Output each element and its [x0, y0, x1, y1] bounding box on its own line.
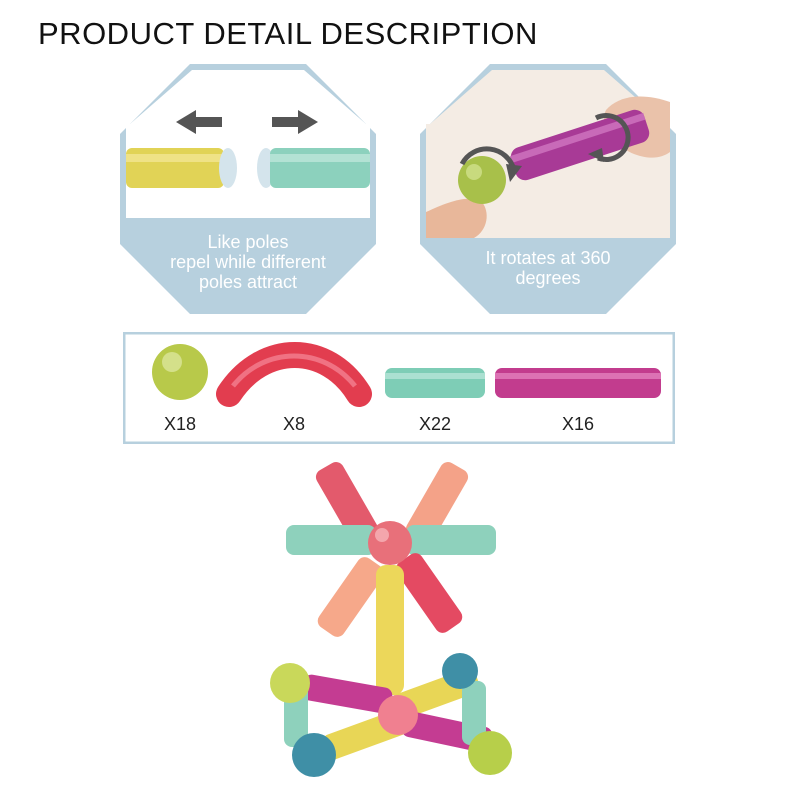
hub-ball-icon — [368, 521, 412, 565]
hand-left-icon — [426, 198, 487, 238]
parts-list: X18 X8 X22 X16 — [123, 332, 675, 444]
feature-panel-rotate: It rotates at 360 degrees — [418, 62, 678, 316]
panel-background — [420, 64, 676, 314]
curved-stick-part-icon — [216, 342, 372, 407]
caption-line: It rotates at 360 — [485, 248, 611, 268]
stick-icon — [315, 462, 379, 544]
stick-icon — [405, 462, 469, 544]
parts-frame — [123, 332, 675, 444]
ball-icon — [468, 731, 512, 775]
part-count-short-stick: X22 — [418, 414, 452, 434]
yellow-stick-end-icon — [126, 148, 237, 188]
page-title: PRODUCT DETAIL DESCRIPTION — [38, 16, 538, 51]
panel-background — [120, 64, 376, 314]
caption-line: Like poles — [207, 232, 289, 252]
rotate-arrow-icon — [459, 146, 522, 182]
rotate-arrow-icon — [588, 113, 631, 163]
stick-icon — [395, 553, 463, 633]
green-ball-icon — [458, 156, 506, 204]
arrow-right-icon — [272, 110, 318, 134]
windmill-model-illustration — [270, 462, 512, 777]
ball-part-icon — [152, 344, 208, 400]
ball-icon — [270, 663, 310, 703]
stick-icon — [376, 565, 404, 695]
caption-line: poles attract — [198, 272, 298, 292]
stick-icon — [317, 557, 385, 637]
ball-icon — [442, 653, 478, 689]
stick-icon — [301, 674, 393, 714]
part-count-long-stick: X16 — [561, 414, 595, 434]
arrow-left-icon — [176, 110, 222, 134]
stick-icon — [286, 525, 376, 555]
purple-stick-icon — [510, 109, 650, 181]
feature-panel-magnet: Like poles repel while different poles a… — [118, 62, 378, 316]
long-stick-part-icon — [495, 368, 661, 398]
part-count-ball: X18 — [163, 414, 197, 434]
feature-caption-magnet: Like poles repel while different poles a… — [128, 232, 368, 292]
stick-icon — [406, 525, 496, 555]
ball-icon — [378, 695, 418, 735]
caption-line: repel while different — [170, 252, 326, 272]
part-count-curved-stick: X8 — [282, 414, 306, 434]
ball-icon — [292, 733, 336, 777]
green-stick-end-icon — [257, 148, 370, 188]
stick-icon — [462, 681, 486, 745]
short-stick-part-icon — [385, 368, 485, 398]
feature-caption-rotate: It rotates at 360 degrees — [428, 248, 668, 288]
caption-line: degrees — [515, 268, 581, 288]
